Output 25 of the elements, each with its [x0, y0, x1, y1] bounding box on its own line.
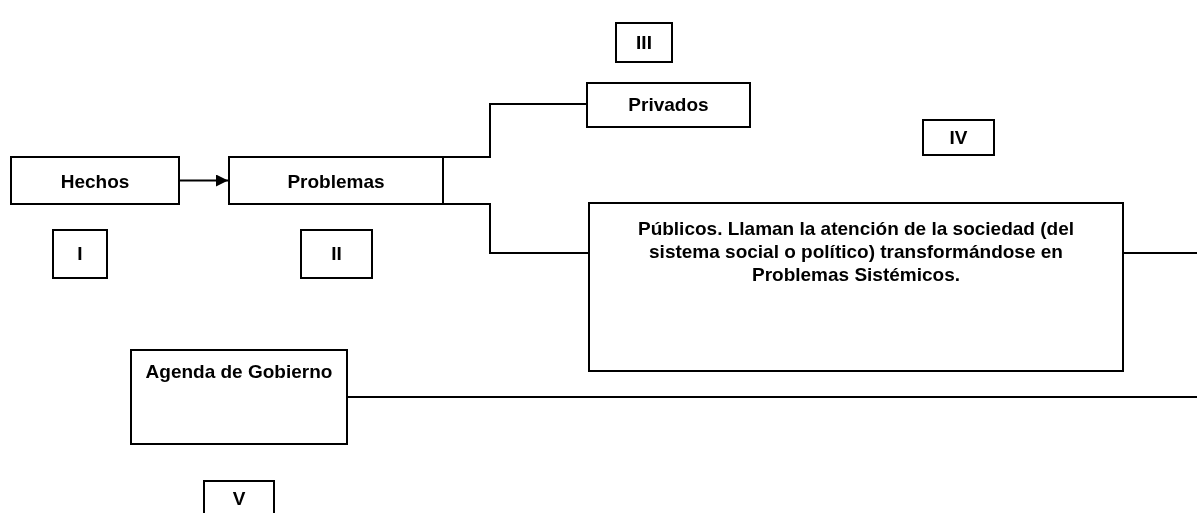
connector-line — [443, 203, 589, 254]
process-box — [130, 349, 348, 445]
connector-line — [1123, 252, 1197, 254]
process-box — [228, 156, 444, 205]
process-box — [10, 156, 180, 205]
numeral-box — [300, 229, 373, 279]
node-text: Privados — [628, 94, 709, 117]
connector-line — [443, 103, 587, 158]
node-text: IV — [949, 127, 968, 150]
numeral-box — [922, 119, 995, 156]
numeral-box — [615, 22, 673, 63]
process-box — [588, 202, 1124, 372]
process-box — [586, 82, 751, 128]
node-text: III — [636, 32, 652, 55]
numeral-box — [52, 229, 108, 279]
node-text: II — [331, 243, 342, 266]
node-text: I — [77, 243, 83, 266]
numeral-box — [203, 480, 275, 513]
arrow — [179, 174, 229, 187]
node-text: Hechos — [60, 171, 130, 194]
node-text: V — [232, 488, 246, 511]
node-text: Problemas — [287, 171, 385, 194]
node-text: Agenda de Gobierno — [145, 361, 333, 384]
node-text: Públicos. Llaman la atención de la sociedad (del sistema social o político) transformándose en Problemas Sistémicos. — [636, 218, 1076, 287]
connector-line — [347, 396, 1197, 398]
